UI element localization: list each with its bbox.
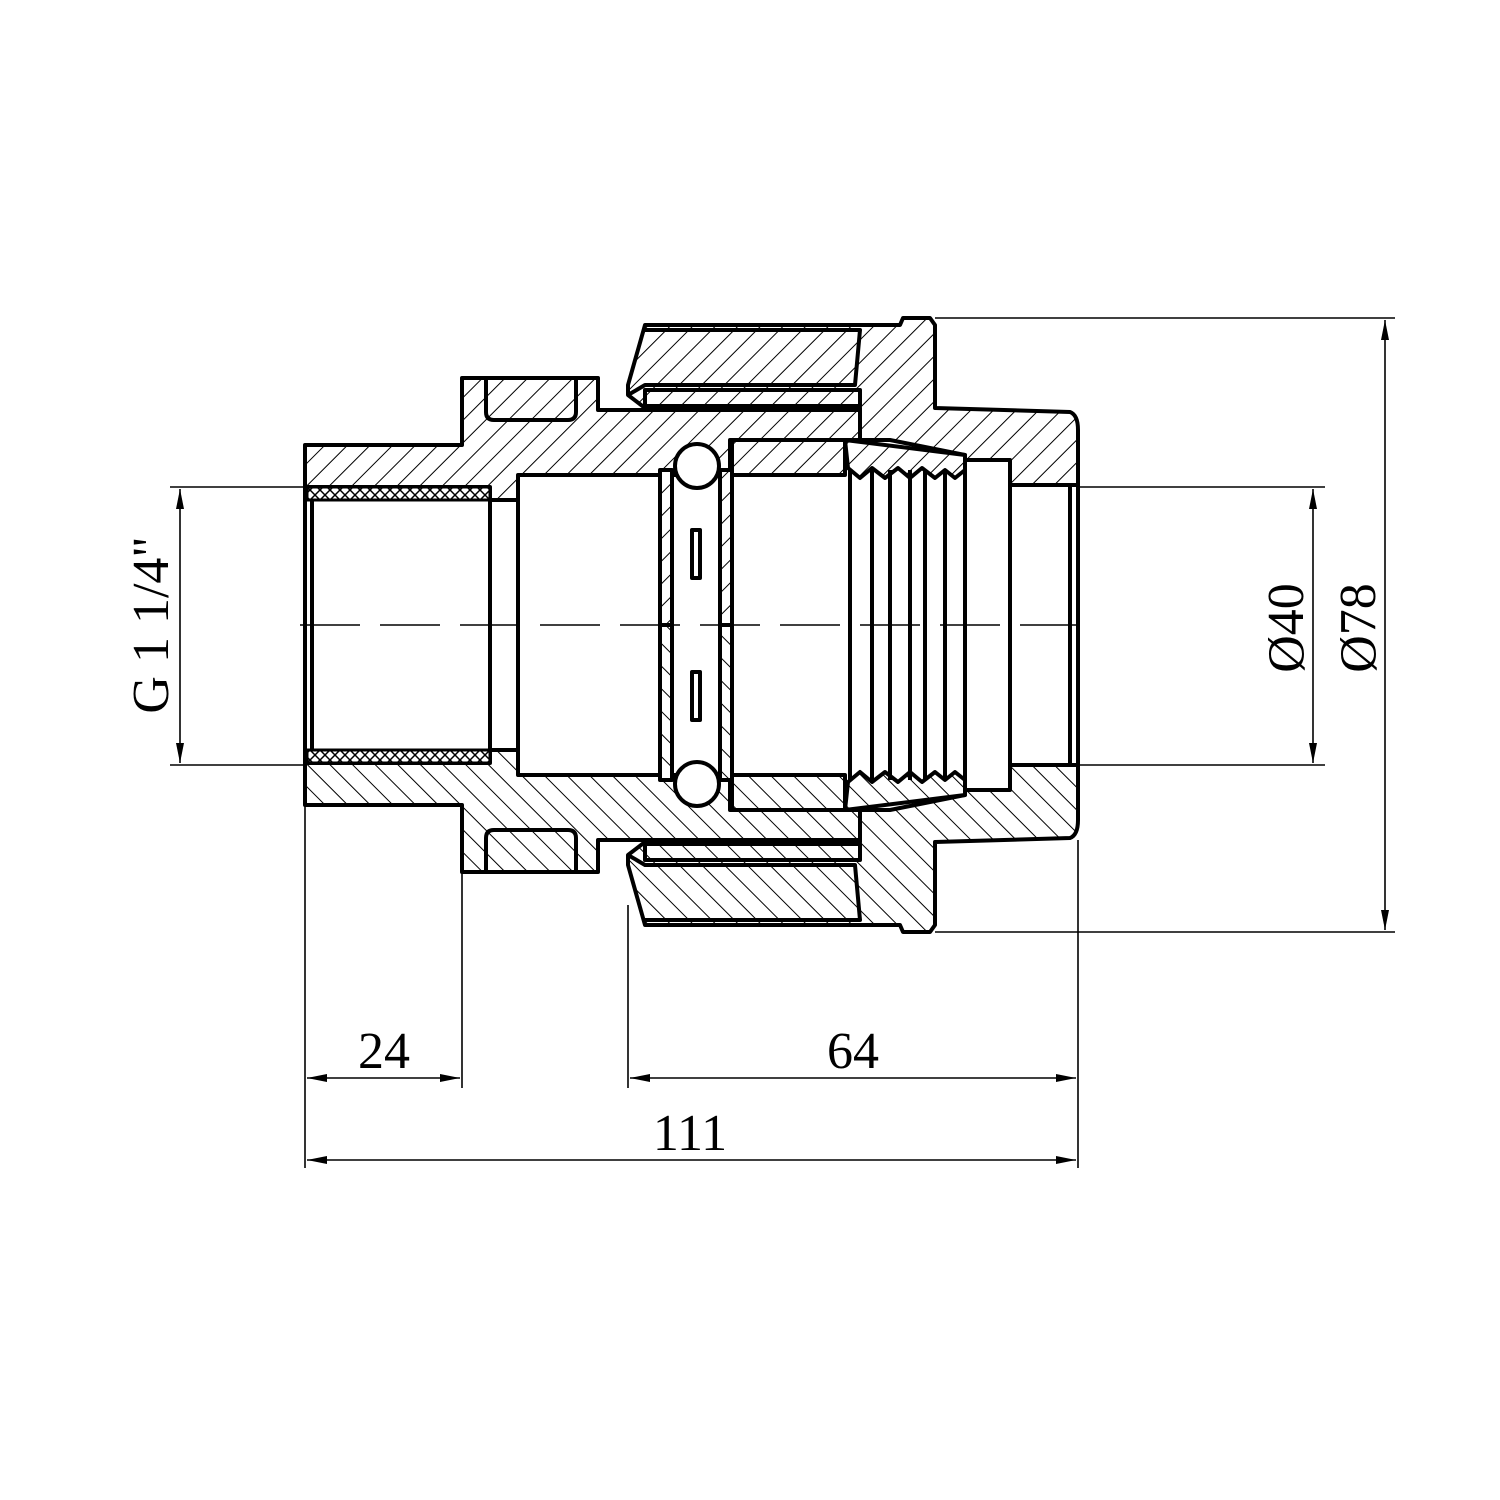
outer-diameter-label: Ø78 — [1330, 583, 1387, 673]
overall-length-label: 111 — [653, 1105, 727, 1162]
dimension-lines — [176, 320, 1389, 1164]
thread-length-label: 24 — [358, 1023, 410, 1080]
extension-lines — [170, 317, 1395, 1168]
inner-diameter-label: Ø40 — [1258, 583, 1315, 673]
thread-size-label: G 1 1/4" — [123, 536, 180, 713]
nut-length-label: 64 — [827, 1023, 879, 1080]
